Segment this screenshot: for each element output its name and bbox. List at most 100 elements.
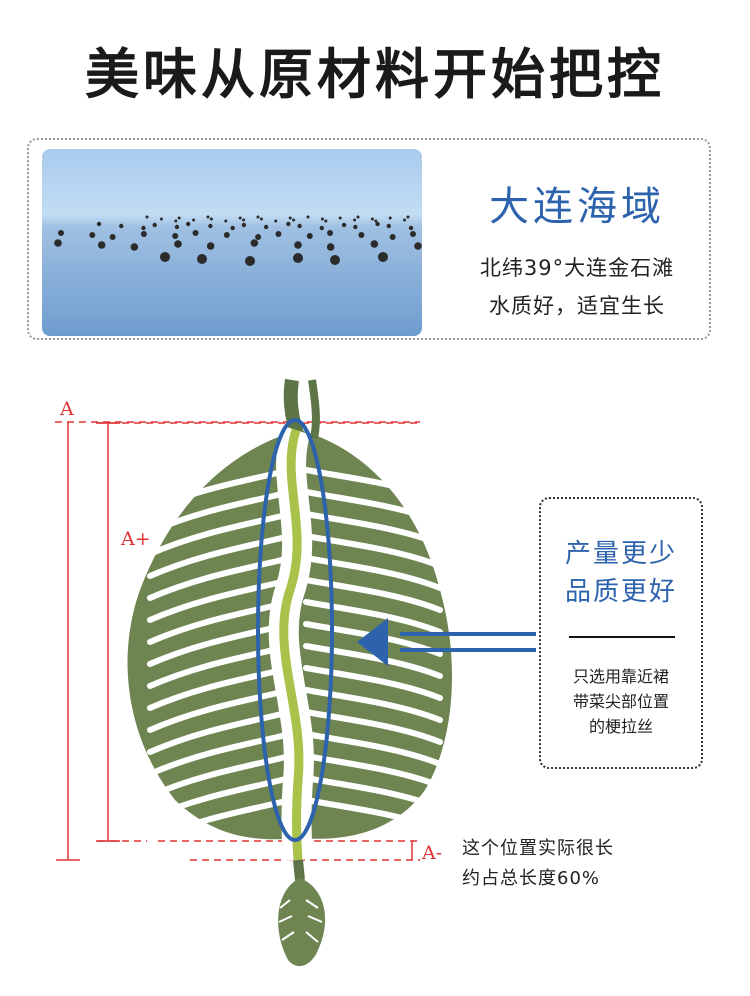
buoy [403,218,407,222]
buoy [242,218,246,222]
buoy [408,225,414,231]
buoy [241,222,247,228]
buoy [389,234,396,240]
frond-gap-right [303,489,443,525]
frond-gap-left [147,731,293,777]
frond-gap-right [303,731,443,767]
frond-gap-left [147,489,293,535]
buoy [292,218,296,222]
arrow-icon [357,618,536,666]
frond-gap-left [147,577,293,623]
frond-gap-right [303,599,443,635]
buoy [224,219,228,223]
buoy [259,217,263,221]
buoy [374,219,378,223]
frond-gap-left [147,533,293,579]
sea-quality-text: 水质好，适宜生长 [489,294,665,318]
buoy [370,217,374,221]
buoy [256,215,260,219]
position-note-line2: 约占总长度60% [462,868,601,889]
buoy [119,223,124,229]
buoy [375,221,380,227]
callout-heading-yield: 产量更少 [564,539,677,569]
buoy [324,219,328,223]
buoy [177,216,181,220]
label-a: A [60,398,74,420]
buoy [293,253,303,263]
kelp-leaf [127,378,453,967]
buoy [208,223,213,229]
frond-gap-right [303,555,443,591]
buoy [386,223,391,229]
buoy [152,222,157,228]
buoy [89,232,96,238]
frond-gap-right [303,643,443,679]
buoy [388,216,392,220]
buoy [192,218,196,222]
buoy [192,230,199,236]
buoy [353,218,357,222]
buoy [255,234,262,240]
frond-gap-left [147,511,293,557]
buoy [330,255,340,265]
sea-info-card: 大连海域 北纬39°大连金石滩 水质好，适宜生长 [27,138,711,340]
buoy [250,239,259,247]
buoy [109,234,116,240]
buoy [353,224,358,230]
buoy [230,225,235,231]
buoy [341,222,347,228]
buoy [263,224,269,230]
frond-gap-left [147,753,293,799]
buoy [275,231,282,237]
buoy [238,216,242,220]
frond-gap-right [303,511,443,547]
callout-divider [569,636,675,638]
frond-gap-left [147,687,293,733]
buoy [130,243,139,251]
sea-heading: 大连海域 [489,184,665,230]
buoy [274,219,278,223]
frond-gap-right [303,533,443,569]
buoy [406,215,410,219]
buoy [370,240,379,248]
buoy [141,225,146,231]
label-a-minus: A- [422,842,443,864]
frond-gap-left [147,555,293,601]
buoy [160,252,170,262]
buoy [286,221,291,227]
page-title: 美味从原材料开始把控 [85,43,665,106]
buoy [159,217,163,221]
callout-heading-quality: 品质更好 [564,577,677,607]
buoy [197,254,207,264]
buoy [306,233,313,239]
buoy [358,232,365,238]
buoy [338,216,342,220]
buoy [174,224,180,230]
callout-text-line1: 只选用靠近裙 [572,667,669,686]
sea-location-text: 北纬39°大连金石滩 [479,256,675,280]
buoy [245,256,255,266]
buoy [356,215,360,219]
buoy [174,240,182,248]
buoy [223,232,230,238]
stem-highlight-ellipse [256,418,334,842]
buoy [58,230,64,236]
quality-callout: 产量更少 品质更好 只选用靠近裙 带菜尖部位置 的梗拉丝 [539,497,703,769]
buoy [185,221,191,227]
sea-farm-image [42,149,422,336]
measurement-lines [55,421,420,861]
kelp-illustration [55,378,536,967]
buoy [140,231,147,237]
buoy [410,231,416,237]
buoy [320,217,324,221]
label-a-plus: A+ [121,528,151,550]
buoy [378,252,388,262]
frond-gap-right [303,687,443,723]
buoy [209,217,213,221]
buoy [172,233,179,239]
frond-gap-right [303,797,443,833]
buoy [297,223,302,229]
buoy [414,242,422,250]
buoy [327,230,334,236]
buoy [319,225,325,231]
